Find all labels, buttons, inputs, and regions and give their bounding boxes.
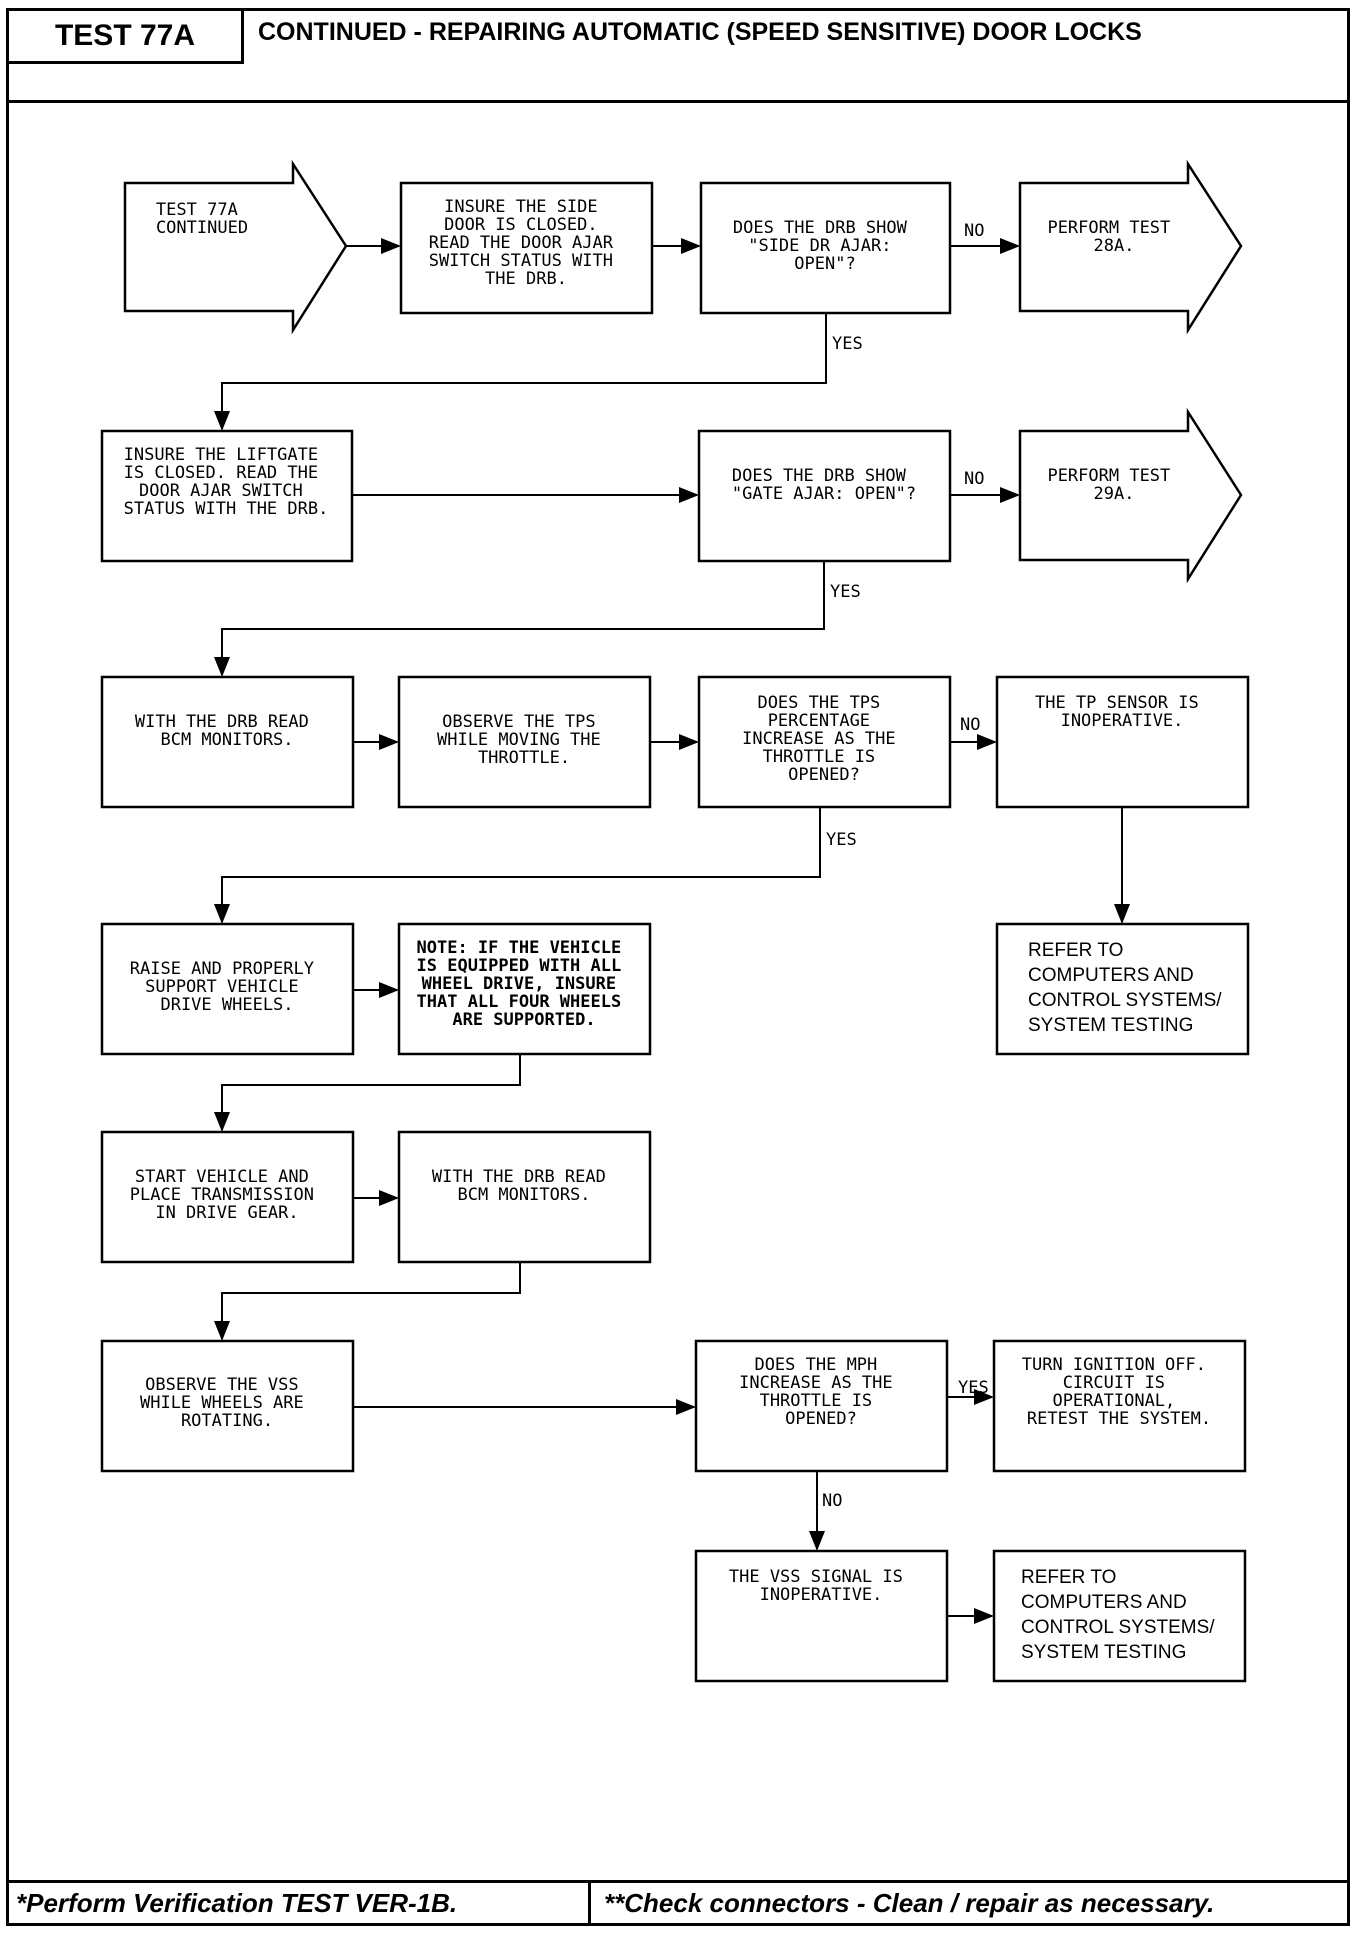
text-insure-liftgate: INSURE THE LIFTGATE IS CLOSED. READ THE … [124,445,329,519]
footer-verification-note: *Perform Verification TEST VER-1B. [16,1888,458,1918]
text-refer-1: REFER TO COMPUTERS AND CONTROL SYSTEMS/ … [1028,940,1227,1036]
box-q-gate-ajar [697,429,952,563]
box-drb-read-bcm-2 [397,1130,652,1264]
footer-column-divider [588,1880,591,1926]
box-insure-side-door [399,181,654,315]
box-refer-2 [992,1549,1247,1683]
label-no: NO [822,1491,842,1511]
text-drb-read-bcm-1: WITH THE DRB READ BCM MONITORS. [135,712,319,750]
text-raise-support: RAISE AND PROPERLY SUPPORT VEHICLE DRIVE… [130,959,324,1015]
text-perform-29a: PERFORM TEST 29A. [1047,466,1180,504]
box-note-awd [397,922,652,1056]
box-start-vehicle [100,1130,355,1264]
text-q-gate-ajar: DOES THE DRB SHOW "GATE AJAR: OPEN"? [732,466,916,504]
test-number-box: TEST 77A [6,8,244,64]
text-observe-vss: OBSERVE THE VSS WHILE WHEELS ARE ROTATIN… [140,1375,314,1431]
label-yes: YES [832,334,863,354]
text-note-awd: NOTE: IF THE VEHICLE IS EQUIPPED WITH AL… [417,938,632,1030]
text-q-tps: DOES THE TPS PERCENTAGE INCREASE AS THE … [742,693,906,785]
text-vss-inoperative: THE VSS SIGNAL IS INOPERATIVE. [729,1567,913,1605]
connector [214,313,827,431]
text-perform-28a: PERFORM TEST 28A. [1047,218,1180,256]
label-no: NO [960,715,980,735]
box-ignition-off [992,1339,1247,1473]
connector [214,561,825,677]
connector [214,1054,521,1132]
start-label: TEST 77A CONTINUED [156,200,248,238]
text-q-side-ajar: DOES THE DRB SHOW "SIDE DR AJAR: OPEN"? [733,218,917,274]
label-yes: YES [958,1378,989,1398]
label-no: NO [964,469,984,489]
box-insure-liftgate [100,429,354,563]
test-number: TEST 77A [54,19,196,52]
text-drb-read-bcm-2: WITH THE DRB READ BCM MONITORS. [432,1167,616,1205]
perform-29a-arrow-shape [1018,407,1243,584]
connector [214,808,821,924]
text-ignition-off: TURN IGNITION OFF. CIRCUIT IS OPERATIONA… [1022,1355,1216,1429]
box-observe-tps [397,675,652,809]
header-divider [6,100,1350,103]
start-arrow-shape [123,159,348,335]
box-vss-inoperative [694,1549,949,1683]
box-q-side-ajar [699,181,952,315]
perform-28a-arrow-shape [1018,159,1243,335]
footer-divider [6,1880,1350,1883]
box-refer-1 [995,922,1250,1056]
label-yes: YES [826,830,857,850]
connector [214,1262,521,1341]
box-tp-inoperative [995,675,1250,809]
text-q-mph: DOES THE MPH INCREASE AS THE THROTTLE IS… [739,1355,903,1429]
label-yes: YES [830,582,861,602]
text-refer-2: REFER TO COMPUTERS AND CONTROL SYSTEMS/ … [1021,1567,1220,1663]
text-start-vehicle: START VEHICLE AND PLACE TRANSMISSION IN … [130,1167,324,1223]
page-title: CONTINUED - REPAIRING AUTOMATIC (SPEED S… [258,18,1142,46]
box-q-tps [697,675,952,809]
label-no: NO [964,221,984,241]
box-q-mph [694,1339,949,1473]
footer-connector-note: **Check connectors - Clean / repair as n… [604,1888,1215,1918]
text-observe-tps: OBSERVE THE TPS WHILE MOVING THE THROTTL… [437,712,611,768]
text-insure-side-door: INSURE THE SIDE DOOR IS CLOSED. READ THE… [429,197,623,289]
text-tp-inoperative: THE TP SENSOR IS INOPERATIVE. [1035,693,1209,731]
page-frame [6,8,1350,1926]
